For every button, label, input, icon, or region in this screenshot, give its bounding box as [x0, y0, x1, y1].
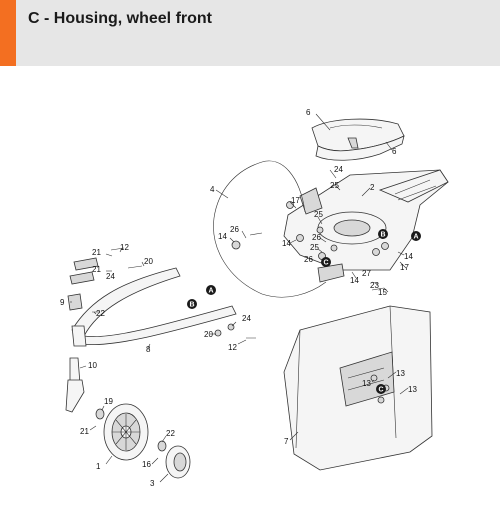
callout-20-top: 21 [92, 248, 101, 257]
header-accent-bar [0, 0, 16, 66]
callout-8: 8 [146, 345, 151, 354]
callout-1: 1 [96, 462, 101, 471]
leader-lines [70, 113, 409, 483]
ref-badge-c-low: C [376, 384, 386, 394]
top-cover-part [311, 118, 405, 161]
page-header: C - Housing, wheel front [0, 0, 500, 66]
callout-21-right: 22 [166, 429, 175, 438]
callout-27-right: 27 [362, 269, 371, 278]
callout-25-low: 25 [310, 243, 319, 252]
callout-24-right: 24 [242, 314, 251, 323]
callout-6: 6 [392, 147, 397, 156]
callout-12-low: 12 [228, 343, 237, 352]
callout-22: 22 [96, 309, 105, 318]
callout-25-mid: 25 [314, 210, 323, 219]
callout-27-left: 26 [230, 225, 239, 234]
callout-10: 10 [88, 361, 97, 370]
callout-4: 4 [210, 185, 215, 194]
callout-17-left: 17 [291, 196, 300, 205]
svg-text:C: C [323, 260, 328, 267]
bowden-cable-part [213, 160, 327, 298]
callout-18: 19 [104, 397, 113, 406]
ref-badge-c-top: C [321, 257, 331, 267]
fastener-parts [92, 201, 390, 404]
page-title: C - Housing, wheel front [28, 10, 212, 27]
callout-14-low: 14 [350, 276, 359, 285]
callout-9: 9 [60, 298, 65, 307]
callout-26-mid: 26 [312, 233, 321, 242]
ref-badge-b-right: B [378, 229, 388, 239]
ref-badge-a-right: A [411, 231, 421, 241]
ref-badge-b-left: B [187, 299, 197, 309]
callout-2: 2 [370, 183, 375, 192]
clamp-part [67, 293, 83, 311]
callout-19-left: 20 [144, 257, 153, 266]
callout-20-low: 21 [92, 265, 101, 274]
push-bar-part [71, 267, 237, 347]
svg-text:B: B [380, 232, 385, 239]
callout-15: 15 [378, 288, 387, 297]
svg-text:A: A [208, 288, 213, 295]
callout-13-c: 13 [408, 385, 417, 394]
deflector-part [283, 305, 433, 471]
svg-text:A: A [413, 234, 418, 241]
svg-text:B: B [189, 302, 194, 309]
svg-text:C: C [378, 387, 383, 394]
callout-17-right: 17 [400, 263, 409, 272]
callout-3: 3 [150, 479, 155, 488]
cable-clip-part [317, 263, 345, 283]
callout-16: 16 [142, 460, 151, 469]
callout-19-right: 20 [204, 330, 213, 339]
callout-26-low: 26 [304, 255, 313, 264]
callout-24-left: 24 [106, 272, 115, 281]
ref-badge-a-left: A [206, 285, 216, 295]
callout-13-a: 13 [362, 379, 371, 388]
hub-cap-part [165, 445, 191, 479]
callout-23: 23 [370, 281, 379, 290]
callout-25-top: 24 [334, 165, 343, 174]
callout-5: 6 [306, 108, 311, 117]
housing-deck-part [283, 169, 449, 271]
callout-21-left: 21 [80, 427, 89, 436]
front-wheel-part [103, 403, 149, 461]
axle-bracket-part [65, 357, 85, 413]
washers-part [95, 408, 167, 452]
wing-nut-part [69, 257, 99, 285]
callout-12-top: 12 [120, 243, 129, 252]
callout-13-b: 13 [396, 369, 405, 378]
callout-14-mid: 14 [282, 239, 291, 248]
callout-7: 7 [284, 437, 289, 446]
callout-labels: 6 6 4 2 24 25 17 25 26 14 26 14 25 26 14… [60, 108, 417, 488]
callout-14-right: 14 [404, 252, 413, 261]
callout-14-left: 14 [218, 232, 227, 241]
callout-26-top: 25 [330, 181, 339, 190]
